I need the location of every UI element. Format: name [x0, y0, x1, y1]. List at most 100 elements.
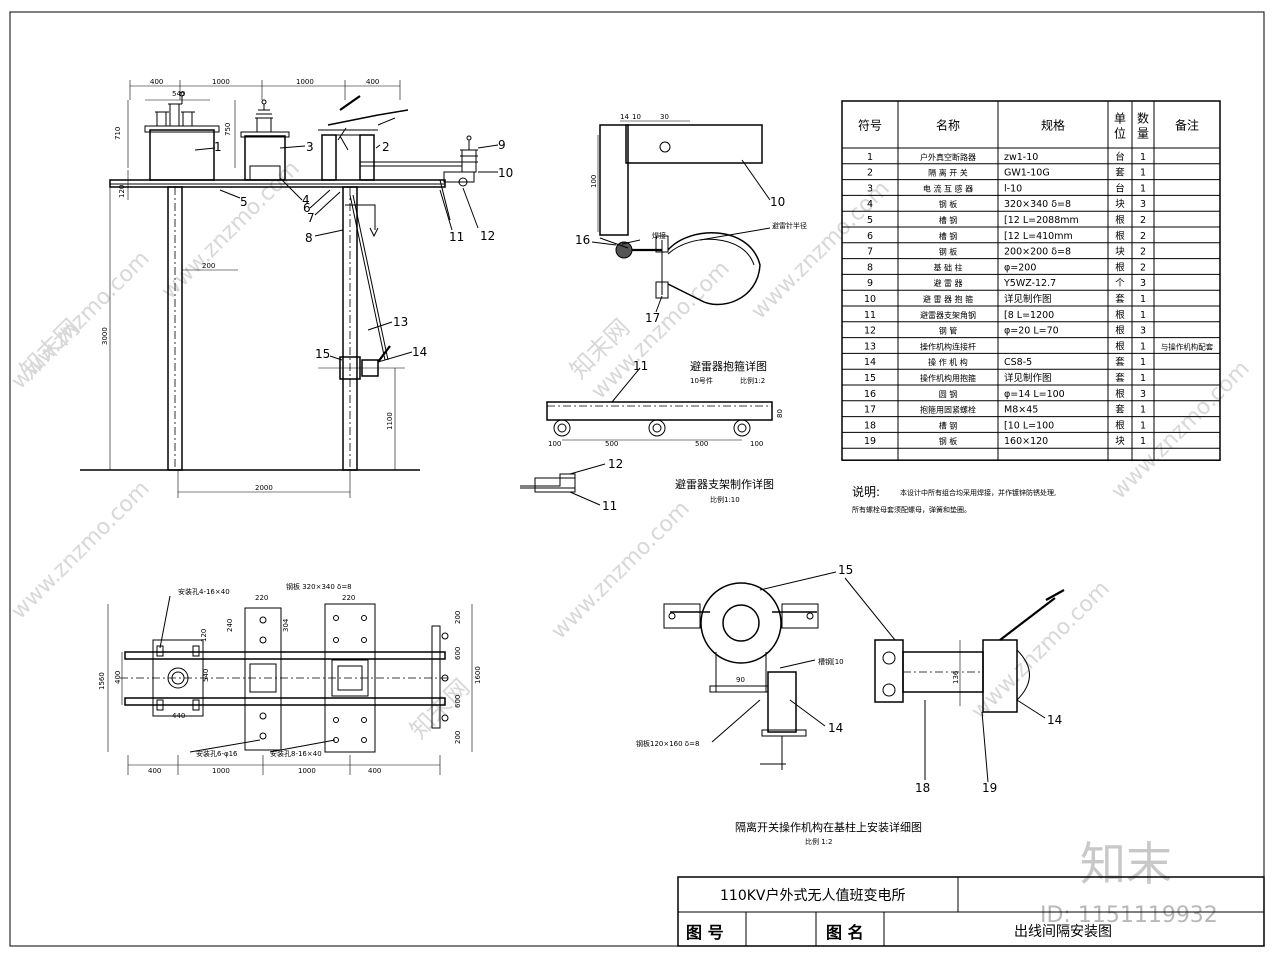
watermark-layer: www.znzmo.com www.znzmo.com www.znzmo.co…	[7, 156, 1255, 928]
callout-label: 16	[575, 233, 590, 247]
table-cell: 3	[867, 183, 873, 194]
callout-label: 4	[302, 193, 310, 207]
watermark-repeat: www.znzmo.com	[967, 576, 1115, 724]
table-cell: M8×45	[1004, 405, 1038, 416]
callout-label: 11	[449, 230, 464, 244]
hoop-detail: 14 10 30 100 焊接 避雷针半径 16 17 10 避雷器抱箍详图 1…	[575, 113, 807, 385]
table-cell: φ=20 L=70	[1004, 326, 1059, 337]
dim-text: 120	[200, 629, 208, 642]
dim-text: 304	[282, 618, 290, 632]
table-cell: 槽 钢	[939, 231, 958, 241]
dim-text: 1000	[298, 767, 316, 775]
dim-text: 540	[202, 669, 210, 682]
callout-label: 11	[633, 359, 648, 373]
table-cell: 2	[867, 168, 873, 179]
table-cell: [10 L=100	[1004, 420, 1054, 431]
table-cell: 圆 钢	[939, 389, 958, 399]
table-cell: 1	[1140, 168, 1146, 179]
callout-label: 8	[305, 231, 313, 245]
mechanism-detail: 90 槽钢[10 钢板120×160 δ=8 14 15 136 18 19 1…	[636, 563, 1065, 846]
table-cell: 11	[864, 310, 876, 321]
hoop-weld-label: 焊接	[652, 231, 666, 240]
table-cell: 槽 钢	[939, 215, 958, 225]
table-cell: 根	[1115, 261, 1125, 273]
table-cell: 1	[1140, 183, 1146, 194]
table-cell: [8 L=1200	[1004, 310, 1054, 321]
notes-block: 说明: 本设计中所有组合均采用焊接，并作镀锌防锈处理, 所有螺栓母套须配螺母，弹…	[852, 484, 1056, 514]
callout-label: 17	[645, 311, 660, 325]
dim-text: 220	[342, 594, 355, 602]
dim-text: 2000	[255, 484, 273, 492]
sheet-border	[9, 11, 1265, 947]
dim-text: 220	[255, 594, 268, 602]
table-cell: 避 雷 器	[933, 278, 962, 288]
watermark-repeat: www.znzmo.com	[547, 496, 695, 644]
callout-label: 15	[838, 563, 853, 577]
table-header-cell: 位	[1114, 126, 1126, 141]
table-header-cell: 名称	[936, 118, 960, 133]
notes-line: 所有螺栓母套须配螺母，弹簧和垫圈。	[852, 505, 971, 514]
table-cell: [12 L=410mm	[1004, 231, 1073, 242]
table-cell: 根	[1115, 388, 1125, 400]
table-cell: 抱箍用固紧螺栓	[920, 405, 976, 415]
table-cell: 15	[864, 373, 876, 384]
table-cell: 套	[1115, 167, 1125, 179]
callout-label: 10	[770, 195, 785, 209]
table-cell: 12	[864, 326, 876, 337]
table-cell: 1	[1140, 436, 1146, 447]
table-cell: 200×200 δ=8	[1004, 247, 1071, 258]
table-cell: 3	[1140, 199, 1146, 210]
dim-text: 1000	[296, 78, 314, 86]
table-cell: 与操作机构配套	[1161, 341, 1214, 351]
table-cell: 160×120	[1004, 436, 1048, 447]
mech-scale: 比例 1:2	[805, 837, 833, 846]
table-cell: 块	[1115, 435, 1125, 447]
plan-label-holes3: 安装孔8-16×40	[270, 749, 322, 758]
dim-text: 30	[660, 113, 669, 121]
dim-text: 710	[114, 127, 122, 140]
table-cell: 1	[867, 152, 873, 163]
dim-text: 750	[224, 123, 232, 136]
table-cell: 详见制作图	[1004, 372, 1052, 384]
table-header-cell: 单	[1114, 112, 1126, 126]
table-cell: 套	[1115, 356, 1125, 368]
table-cell: 1	[1140, 420, 1146, 431]
bracket-scale: 比例1:10	[710, 495, 740, 504]
hoop-part: 10号件	[690, 376, 713, 385]
table-cell: 根	[1115, 340, 1125, 352]
table-cell: 1	[1140, 152, 1146, 163]
callout-label: 13	[393, 315, 408, 329]
table-cell: 9	[867, 278, 873, 289]
dim-text: 500	[695, 440, 708, 448]
callout-label: 19	[982, 781, 997, 795]
watermark-id: ID: 1151119932	[1040, 903, 1218, 928]
dim-text: 3000	[101, 327, 109, 345]
dim-text: 1600	[474, 666, 482, 684]
dim-text: 240	[226, 619, 234, 632]
dim-text: 200	[454, 731, 462, 744]
table-cell: 详见制作图	[1004, 293, 1052, 305]
notes-line: 本设计中所有组合均采用焊接，并作镀锌防锈处理,	[900, 488, 1056, 497]
project-title: 110KV户外式无人值班变电所	[720, 887, 905, 904]
table-cell: 2	[1140, 215, 1146, 226]
table-cell: 10	[864, 294, 876, 305]
callout-label: 3	[306, 140, 314, 154]
table-cell: 隔 离 开 关	[928, 168, 968, 178]
table-cell: 3	[1140, 278, 1146, 289]
table-cell: 3	[1140, 389, 1146, 400]
table-cell: 3	[1140, 326, 1146, 337]
hoop-title: 避雷器抱箍详图	[690, 359, 767, 373]
table-cell: 根	[1115, 325, 1125, 337]
dim-text: 10	[632, 113, 641, 121]
table-cell: 套	[1115, 404, 1125, 416]
callout-label: 10	[498, 166, 513, 180]
watermark-brand: 知末	[1080, 837, 1172, 891]
table-cell: 2	[1140, 247, 1146, 258]
dim-text: 1000	[212, 767, 230, 775]
drawing-number-label: 图 号	[686, 923, 724, 942]
table-cell: 台	[1115, 182, 1125, 194]
notes-title: 说明:	[852, 484, 880, 499]
table-cell: 1	[1140, 294, 1146, 305]
table-cell: 块	[1115, 198, 1125, 210]
